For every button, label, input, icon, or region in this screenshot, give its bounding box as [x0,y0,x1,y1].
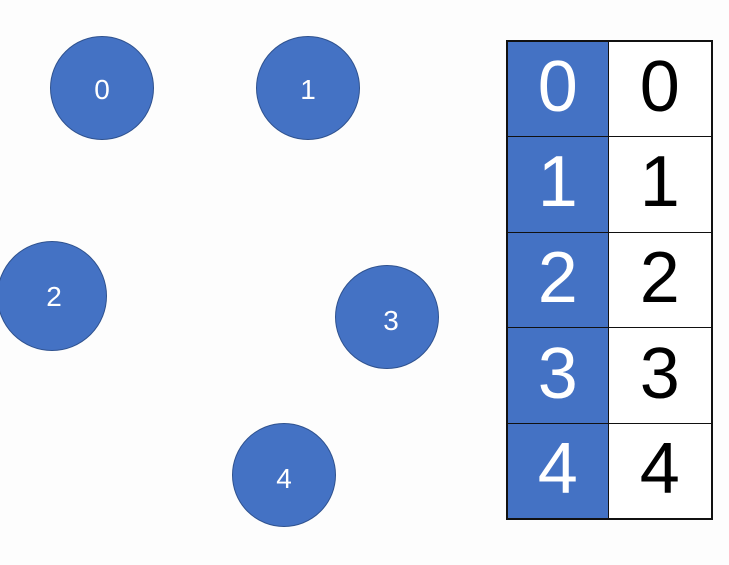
table-cell-value[interactable]: 1 [607,136,713,233]
table-cell-value-text: 2 [639,237,680,318]
table-cell-value[interactable]: 4 [607,422,713,520]
table-cell-value[interactable]: 0 [607,40,713,138]
table-cell-index-text: 2 [537,237,578,318]
table-cell-value[interactable]: 2 [607,231,713,329]
node-3-label: 3 [383,305,399,336]
node-3[interactable]: 3 [335,265,439,369]
table-cell-index[interactable]: 3 [506,327,609,424]
node-2[interactable]: 2 [0,241,107,351]
index-value-table: 0 0 1 1 2 2 3 3 4 4 [506,40,713,520]
node-1[interactable]: 1 [256,36,360,140]
node-4[interactable]: 4 [232,423,336,527]
node-0[interactable]: 0 [50,36,154,140]
node-1-label: 1 [300,74,316,105]
node-4-label: 4 [276,463,292,494]
table-cell-value-text: 1 [639,142,680,223]
table-cell-index[interactable]: 1 [506,136,609,233]
table-cell-value-text: 0 [639,47,680,128]
table-cell-value-text: 4 [639,428,680,509]
table-row[interactable]: 0 0 [506,40,713,138]
table-cell-index-text: 4 [537,428,578,509]
table-cell-index[interactable]: 2 [506,231,609,329]
table-row[interactable]: 2 2 [506,231,713,329]
table-row[interactable]: 4 4 [506,422,713,520]
table-row[interactable]: 1 1 [506,136,713,233]
table-cell-value[interactable]: 3 [607,327,713,424]
table-row[interactable]: 3 3 [506,327,713,424]
table-cell-index-text: 3 [537,333,578,414]
table-cell-index[interactable]: 0 [506,40,609,138]
node-2-label: 2 [46,281,62,312]
table-cell-index-text: 1 [537,142,578,223]
table-cell-value-text: 3 [639,333,680,414]
node-0-label: 0 [94,74,110,105]
table-cell-index[interactable]: 4 [506,422,609,520]
table-cell-index-text: 0 [537,47,578,128]
